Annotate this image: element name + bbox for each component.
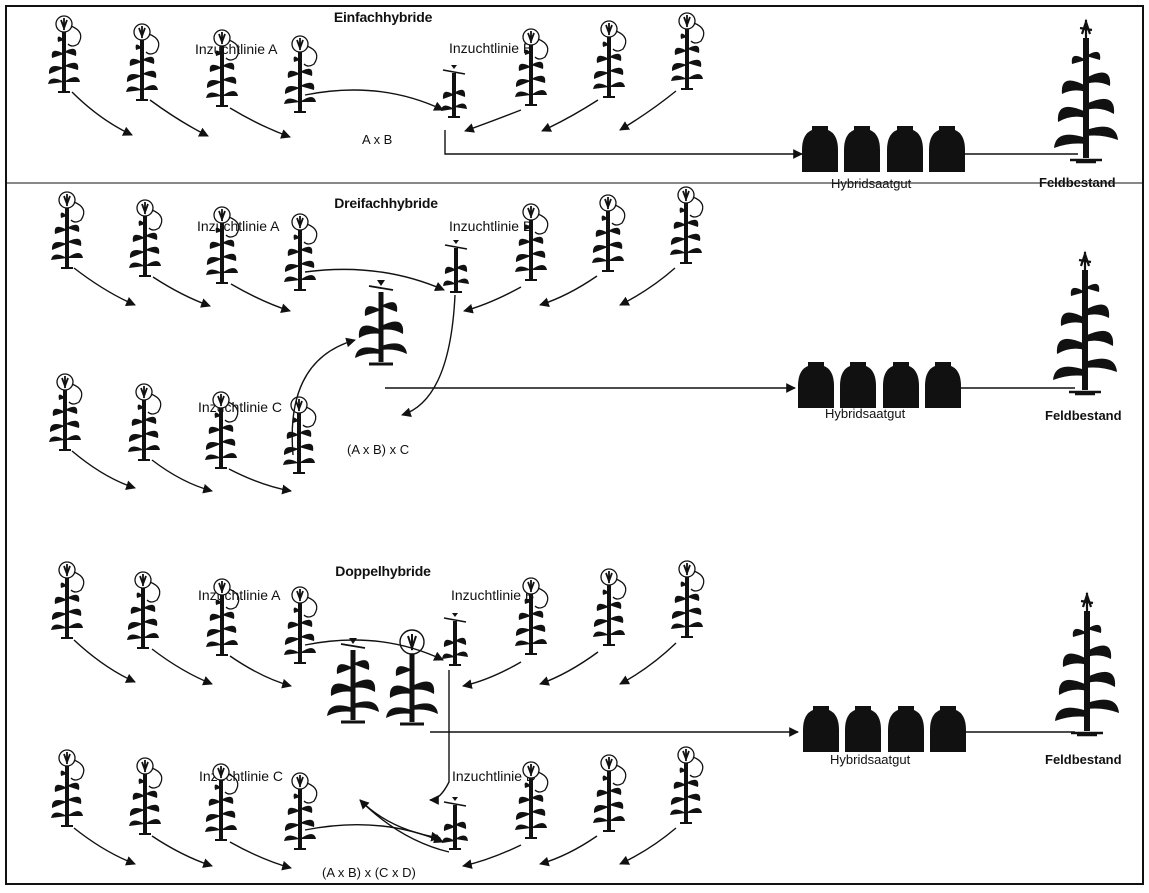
selfing-arrows [71,89,1078,159]
maize-plant-icon [591,19,628,99]
cross-label: A x B [362,132,392,147]
field-label: Feldbestand [1045,752,1122,767]
seed-label: Hybridsaatgut [830,752,911,767]
maize-plant-icon [46,14,83,94]
plant-row-b [439,11,706,119]
seed-label: Hybridsaatgut [831,176,912,191]
label-line-b: Inzuchtlinie B [449,40,532,56]
cross-label: (A x B) x (C x D) [322,865,416,880]
label-line-b: Inzuchtlinie B [451,587,534,603]
single-cross-plant-icon [355,280,407,364]
plant-row-a [49,560,319,665]
seed-bags [798,362,961,408]
label-line-a: Inzuchtlinie A [195,41,278,57]
seed-bag-icon [929,126,965,172]
label-line-b: Inzuchtlinie B [449,218,532,234]
field-label: Feldbestand [1045,408,1122,423]
section-einfachhybride: Einfachhybride Inzuchtlinie A Inzuchtlin… [46,9,1118,191]
maize-plant-icon [282,34,319,114]
field-plant-icon [1053,252,1117,394]
section-title: Einfachhybride [334,9,433,25]
plant-row-b [440,559,706,667]
cross-label: (A x B) x C [347,442,409,457]
plant-row-a [46,14,319,114]
maize-plant-icon [669,11,706,91]
seed-bags [803,706,966,752]
seed-bags [802,126,965,172]
seed-bag-icon [844,126,880,172]
label-line-a: Inzuchtlinie A [198,587,281,603]
plant-row-c [49,748,319,851]
seed-bag-icon [887,126,923,172]
detasseled-plant-icon [439,63,469,119]
section-title: Dreifachhybride [334,195,438,211]
seed-label: Hybridsaatgut [825,406,906,421]
plant-row-c [47,372,318,475]
label-line-c: Inzuchtlinie C [198,399,282,415]
section-title: Doppelhybride [335,563,431,579]
plant-row-d [440,745,705,851]
section-doppelhybride: Doppelhybride Inzuchtlinie A Inzuchtlini… [49,559,1122,880]
plant-row-b [441,185,705,294]
cross-arrows [73,639,1075,871]
field-plant-icon [1054,20,1118,162]
seed-bag-icon [802,126,838,172]
plant-row-a [49,190,319,292]
label-line-c: Inzuchtlinie C [199,768,283,784]
field-plant-icon [1055,593,1119,735]
cross-arrows [71,267,1075,495]
maize-plant-icon [124,22,161,102]
field-label: Feldbestand [1039,175,1116,190]
figure-frame [5,5,1144,885]
label-line-d: Inzuchtlinie D [452,768,536,784]
single-cross-plant-icon [327,638,379,722]
section-dreifachhybride: Dreifachhybride Inzuchtlinie A Inzuchtli… [47,185,1122,495]
